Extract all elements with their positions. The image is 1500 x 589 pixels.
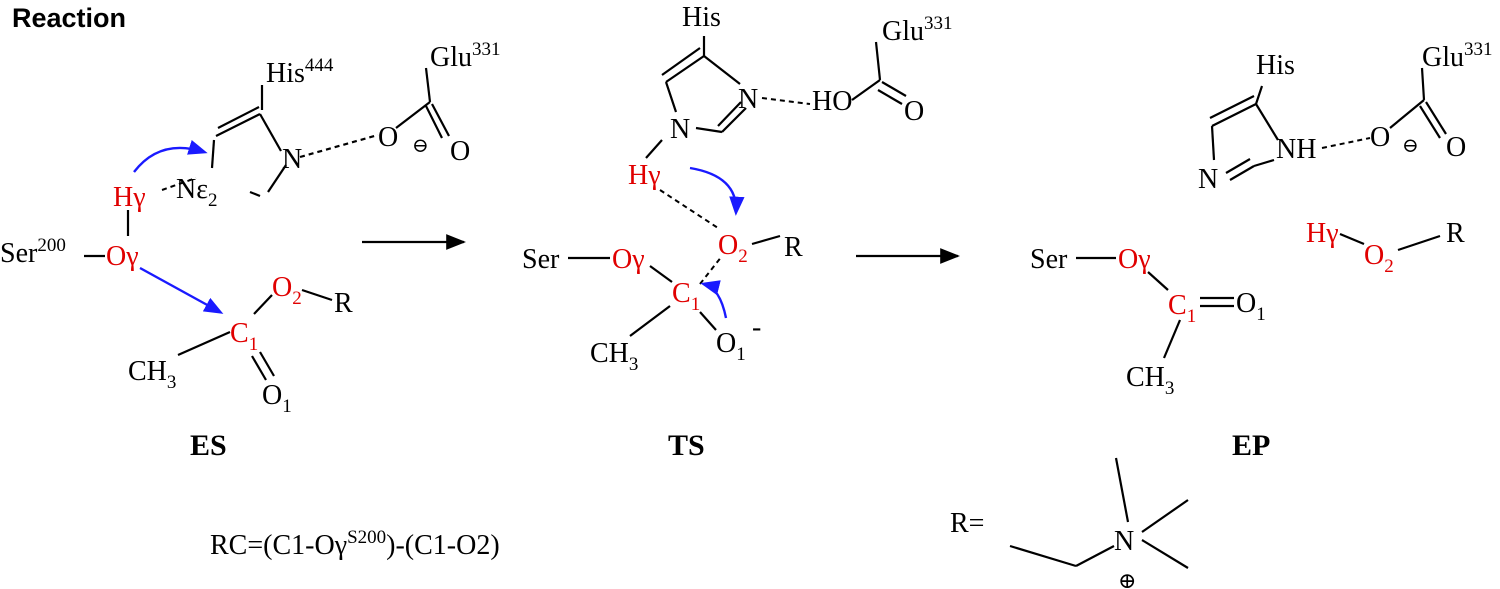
ep-o2: O2 [1364,240,1394,277]
es-glu-label: Glu331 [430,39,501,73]
ep-glu-charge: ⊖ [1402,135,1419,157]
es-glu-o: O [378,122,398,153]
ep-ch3: CH3 [1126,362,1174,399]
r-equals: R= [950,508,984,539]
ts-glu-ho: HO [812,86,852,117]
es-c1: C1 [230,318,258,355]
ts-o-gamma: Oγ [612,244,645,275]
ep-his-label: His [1256,50,1295,81]
ts-ring-n1: N [670,114,690,145]
ep-glu-o: O [1370,122,1390,153]
ep-panel: His N NH O ⊖ Glu331 O Hγ O2 R Ser Oγ C1 [1030,39,1493,462]
ep-ring-nh: NH [1276,134,1316,165]
ep-his-glu-hbond [1321,137,1371,149]
ep-glu-o2: O [1446,132,1466,163]
es-o2: O2 [272,272,302,309]
es-nucleophilic-attack-arrow [139,266,224,314]
ts-c1: C1 [672,278,700,315]
ep-ring-n: N [1198,164,1218,195]
ts-o1-charge: - [752,312,761,343]
r-n-charge: ⊕ [1118,568,1136,589]
ts-c1-o2-partial-bond [699,255,723,285]
ep-label: EP [1232,429,1270,462]
ep-ser-label: Ser [1030,244,1068,275]
ep-o-gamma: Oγ [1118,244,1151,275]
ts-o2: O2 [718,230,748,267]
es-ser-label: Ser200 [0,235,66,269]
es-proton-transfer-arrow [133,140,208,173]
es-r: R [334,288,353,319]
es-label: ES [190,429,227,462]
ts-glu-o: O [904,96,924,127]
ts-proton-transfer-arrow [689,166,745,216]
es-ring-n: N [282,144,302,175]
es-hgamma-ne2-hbond [161,177,197,191]
scheme-title: Reaction [12,3,126,33]
es-imidazole-ring [210,85,287,198]
ep-o1: O1 [1236,288,1266,325]
es-ch3: CH3 [128,356,176,393]
ts-r: R [784,232,803,263]
ep-c1: C1 [1168,290,1196,327]
ts-label: TS [668,429,705,462]
ep-h-gamma: Hγ [1306,218,1339,249]
reaction-coordinate: RC=(C1-OγS200)-(C1-O2) [210,527,500,561]
es-glu-charge: ⊖ [412,135,429,157]
es-his-glu-hbond [299,133,379,159]
ts-his-glu-hbond [761,97,811,105]
ts-glu-label: Glu331 [882,13,953,47]
ts-ring-n3: N [738,84,758,115]
ts-ser-label: Ser [522,244,560,275]
es-o-gamma: Oγ [106,241,139,272]
es-panel: His444 N Nε2 Glu331 O ⊖ O Ser200 Oγ Hγ C… [0,39,501,462]
ep-r: R [1446,218,1465,249]
es-ne2-label: Nε2 [176,174,217,211]
ts-o1: O1 [716,328,746,365]
ts-oxyanion-arrow [700,280,728,319]
r-n: N [1114,526,1134,557]
es-glu-o2: O [450,136,470,167]
es-o1: O1 [262,380,292,417]
ep-glu-label: Glu331 [1422,39,1493,73]
ts-his-label: His [682,2,721,33]
ts-panel: His N N Hγ HO Glu331 O Ser Oγ O2 R [522,2,953,462]
ts-ch3: CH3 [590,338,638,375]
ts-h-gamma: Hγ [628,160,661,191]
r-group-definition: R= N ⊕ [950,457,1189,589]
es-his-label: His444 [266,55,334,89]
ts-hgamma-o2-hbond [659,189,719,229]
es-h-gamma: Hγ [113,182,146,213]
